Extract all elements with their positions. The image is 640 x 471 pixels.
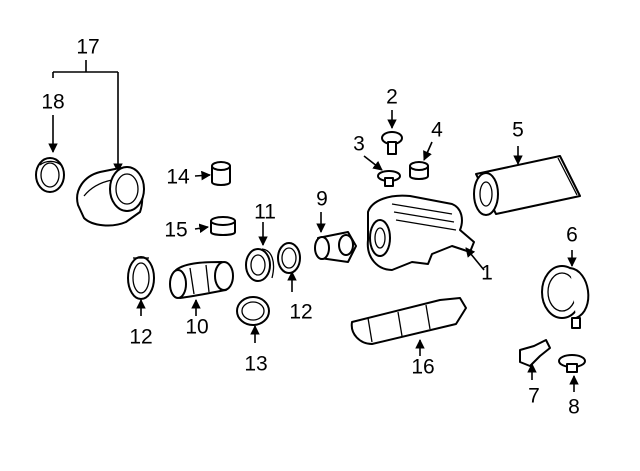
part-15-grommet: [194, 216, 236, 236]
intake-elbow-shape: [76, 166, 145, 227]
part-12-ring-right: [277, 242, 301, 292]
part-9-sensor: [314, 212, 357, 263]
part-10-duct: [169, 261, 234, 316]
part-17-intake-elbow-assembly: [52, 60, 145, 227]
part-7-bracket: [519, 339, 551, 380]
label-8: 8: [568, 396, 580, 419]
label-14: 14: [166, 166, 190, 189]
label-9: 9: [316, 188, 328, 211]
part-4-grommet: [409, 141, 433, 180]
part-8-push-pin: [558, 354, 586, 392]
part-5-filter-element: [473, 146, 581, 216]
part-1-air-cleaner-housing: [366, 194, 485, 271]
label-12-left: 12: [129, 326, 152, 349]
part-11-clamp: [245, 222, 275, 282]
label-6: 6: [566, 224, 578, 247]
part-2-bolt: [381, 110, 403, 155]
label-10: 10: [185, 316, 208, 339]
part-16-duct: [350, 297, 467, 356]
label-16: 16: [411, 356, 434, 379]
part-3-grommet: [363, 155, 401, 187]
part-6-inlet-housing: [541, 250, 590, 329]
label-12-right: 12: [289, 301, 312, 324]
label-1: 1: [481, 262, 493, 285]
label-4: 4: [431, 119, 443, 142]
label-17: 17: [76, 36, 99, 59]
label-13: 13: [244, 353, 267, 376]
part-18-clamp: [35, 115, 65, 193]
label-2: 2: [386, 86, 398, 109]
label-5: 5: [512, 119, 524, 142]
part-13-clamp: [236, 296, 270, 343]
part-14-grommet: [194, 161, 231, 186]
label-15: 15: [164, 219, 187, 242]
label-11: 11: [254, 201, 276, 224]
label-3: 3: [353, 133, 365, 156]
part-12-ring-left: [127, 256, 155, 316]
label-7: 7: [528, 385, 540, 408]
label-18: 18: [41, 91, 64, 114]
